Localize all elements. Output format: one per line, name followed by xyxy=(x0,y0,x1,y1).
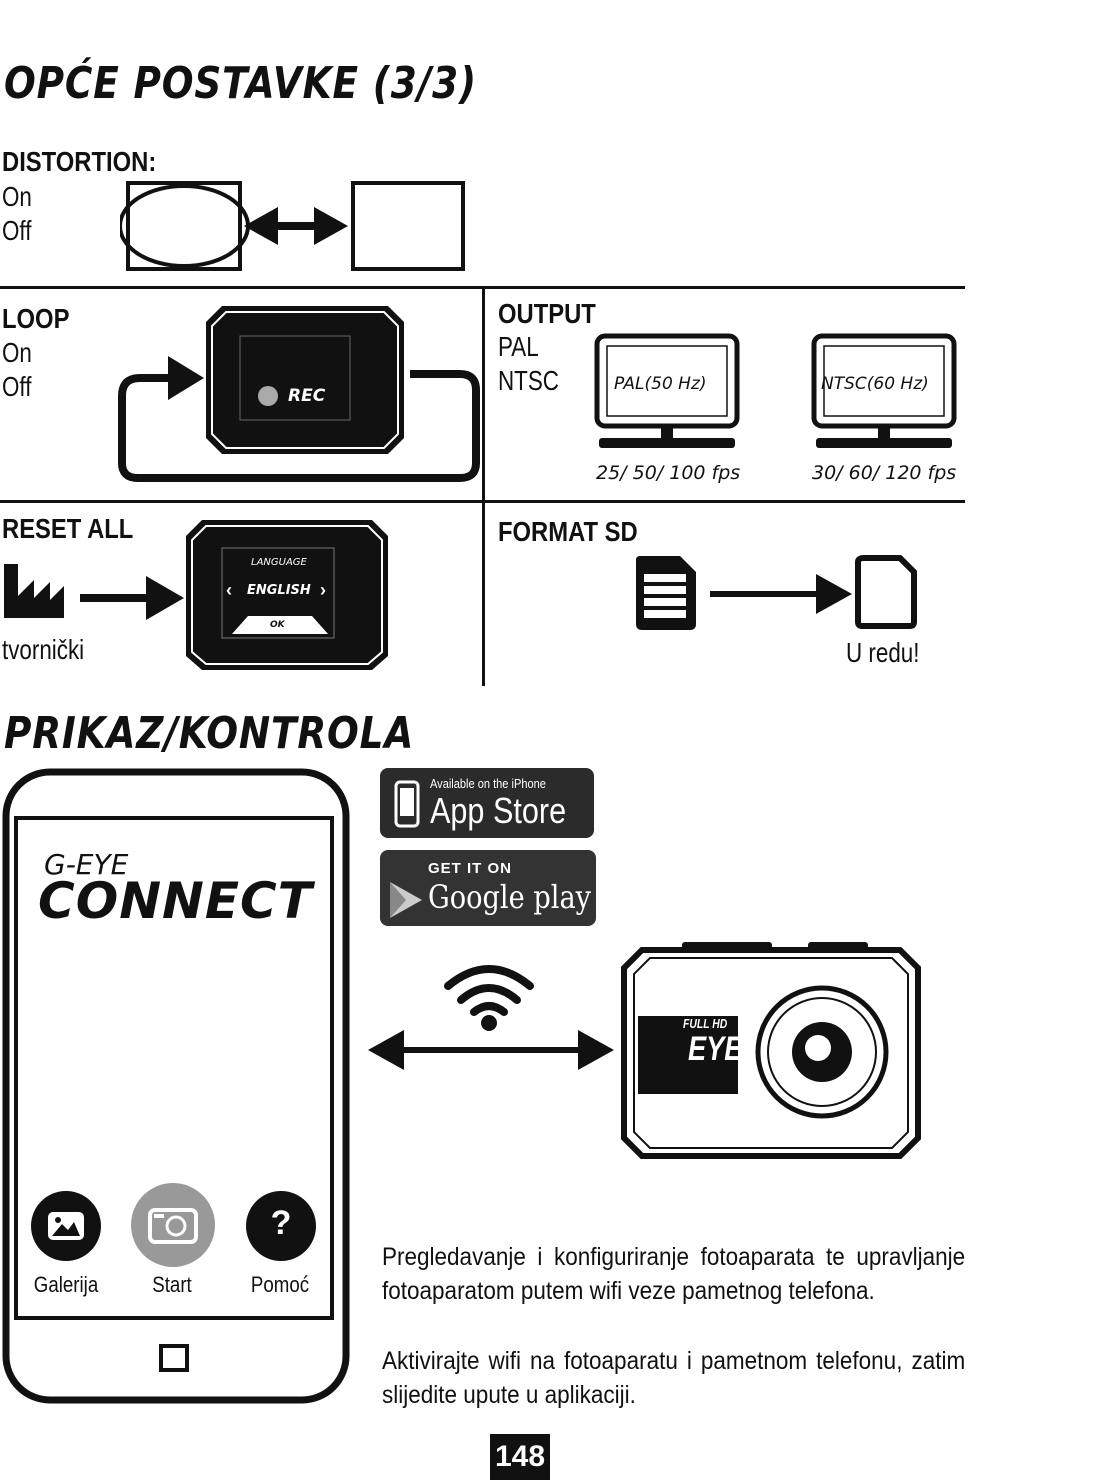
loop-arrow-icon xyxy=(118,370,480,482)
output-option-pal: PAL xyxy=(498,331,539,362)
help-glyph: ? xyxy=(270,1204,292,1242)
appstore-small-text: Available on the iPhone xyxy=(430,776,546,791)
distortion-option-off: Off xyxy=(2,215,32,246)
section-title: PRIKAZ/KONTROLA xyxy=(4,708,415,759)
output-header: OUTPUT xyxy=(498,298,596,329)
action-camera-icon xyxy=(621,942,921,1159)
play-triangle-icon xyxy=(390,882,422,918)
appstore-badge[interactable]: Available on the iPhone App Store xyxy=(380,768,594,838)
format-caption: U redu! xyxy=(846,637,920,668)
format-diagram xyxy=(636,555,917,630)
arrow-right-icon xyxy=(80,576,184,620)
camera-logo-big: EYE xyxy=(688,1030,743,1068)
tv-ntsc-fps: 30/ 60/ 120 fps xyxy=(812,462,957,484)
divider xyxy=(0,500,965,503)
distortion-header: DISTORTION: xyxy=(2,146,157,177)
flat-frame-icon xyxy=(351,181,465,271)
tv-pal-icon xyxy=(594,333,740,448)
page-number: 148 xyxy=(490,1434,550,1480)
sd-card-empty-icon xyxy=(855,555,917,629)
iphone-icon xyxy=(394,780,420,828)
reset-ok-label: OK xyxy=(270,620,285,630)
reset-chevron-right-icon: › xyxy=(320,580,326,600)
output-option-ntsc: NTSC xyxy=(498,365,559,396)
rec-dot-icon xyxy=(258,386,278,406)
reset-diagram xyxy=(4,520,388,670)
tv-ntsc-label: NTSC(60 Hz) xyxy=(821,374,929,394)
double-arrow-icon xyxy=(368,1030,614,1070)
home-button-icon xyxy=(159,1344,189,1372)
googleplay-small-text: GET IT ON xyxy=(428,860,512,877)
rec-label: REC xyxy=(288,386,326,406)
format-header: FORMAT SD xyxy=(498,516,638,547)
help-icon[interactable] xyxy=(245,1190,317,1262)
appstore-big-text: App Store xyxy=(430,790,567,831)
app-brand-small: G-EYE xyxy=(44,848,129,881)
tv-pal-fps: 25/ 50/ 100 fps xyxy=(596,462,741,484)
divider xyxy=(482,286,485,686)
reset-language-label: LANGUAGE xyxy=(251,557,307,568)
googleplay-badge[interactable]: GET IT ON Google play xyxy=(380,850,596,926)
reset-header: RESET ALL xyxy=(2,513,134,544)
app-button-label-help: Pomoć xyxy=(250,1272,310,1297)
camera-icon[interactable] xyxy=(130,1182,216,1268)
distortion-diagram xyxy=(120,181,465,271)
distorted-frame-icon xyxy=(126,181,242,271)
factory-icon xyxy=(4,564,64,618)
camera-back-icon xyxy=(206,306,404,454)
app-button-label-gallery: Galerija xyxy=(33,1272,99,1297)
reset-chevron-left-icon: ‹ xyxy=(226,580,232,600)
camera-back-icon xyxy=(186,520,388,670)
arrow-right-icon xyxy=(710,574,852,614)
loop-header: LOOP xyxy=(2,303,70,334)
googleplay-big-text: Google play xyxy=(428,878,592,916)
sd-card-full-icon xyxy=(636,556,696,630)
tv-ntsc-icon xyxy=(811,333,957,448)
loop-option-on: On xyxy=(2,337,32,368)
distortion-option-on: On xyxy=(2,181,32,212)
paragraph: Pregledavanje i konfiguriranje fotoapara… xyxy=(382,1243,966,1305)
fisheye-icon xyxy=(120,184,250,268)
loop-diagram xyxy=(118,306,480,482)
wifi-icon xyxy=(444,965,534,1031)
app-brand-big: CONNECT xyxy=(38,872,313,930)
paragraph: Aktivirajte wifi na fotoaparatu i pametn… xyxy=(382,1347,966,1409)
gallery-icon[interactable] xyxy=(30,1190,102,1262)
camera-logo-small: FULL HD xyxy=(683,1016,728,1031)
page-title: OPĆE POSTAVKE (3/3) xyxy=(4,58,477,109)
app-button-label-start: Start xyxy=(152,1272,192,1297)
tv-pal-label: PAL(50 Hz) xyxy=(614,374,707,394)
double-arrow-icon xyxy=(244,207,348,245)
reset-caption: tvornički xyxy=(2,634,85,665)
reset-language-value: ENGLISH xyxy=(247,583,311,598)
loop-option-off: Off xyxy=(2,371,32,402)
